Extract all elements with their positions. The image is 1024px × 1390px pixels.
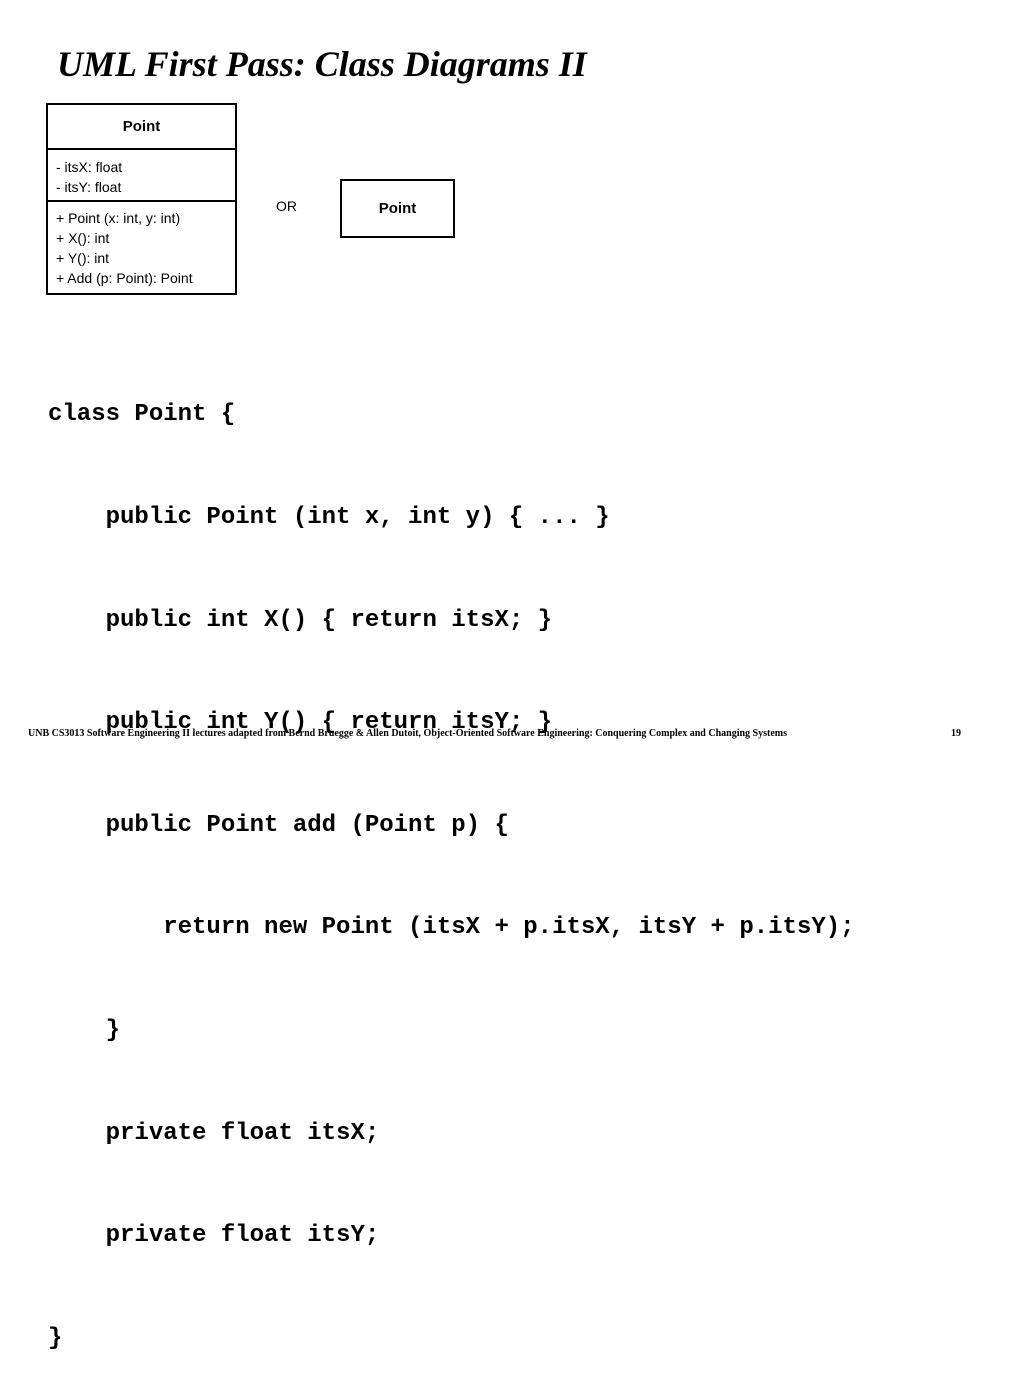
code-line: class Point { [48,401,236,429]
uml-operations: + Point (x: int, y: int) + X(): int + Y(… [48,202,235,288]
code-line: } [48,1324,63,1352]
uml-operation: + Y(): int [56,250,110,266]
or-label: OR [276,198,297,214]
uml-operation: + Add (p: Point): Point [56,270,193,286]
code-line: } [48,1016,121,1044]
uml-attribute: - itsX: float [56,159,123,175]
code-line: public int X() { return itsX; } [48,606,553,634]
uml-operation: + X(): int [56,230,110,246]
uml-class-compact: Point [340,179,455,238]
uml-attribute: - itsY: float [56,179,122,195]
code-block: class Point { public Point (int x, int y… [48,330,855,1390]
uml-class-detailed: Point - itsX: float - itsY: float + Poin… [46,103,237,295]
uml-operation: + Point (x: int, y: int) [56,210,181,226]
code-line: return new Point (itsX + p.itsX, itsY + … [48,914,855,942]
code-line: public int Y() { return itsY; } [48,709,553,737]
uml-compact-name: Point [378,200,417,217]
code-line: public Point (int x, int y) { ... } [48,504,610,531]
page-number: 19 [951,728,961,739]
code-line: private float itsY; [48,1222,380,1250]
slide-footer: UNB CS3013 Software Engineering II lectu… [28,728,787,739]
uml-attributes: - itsX: float - itsY: float [48,150,235,202]
code-line: public Point add (Point p) { [48,811,509,839]
slide-title: UML First Pass: Class Diagrams II [57,44,587,84]
code-line: private float itsX; [48,1119,380,1147]
uml-class-name: Point [48,105,235,150]
